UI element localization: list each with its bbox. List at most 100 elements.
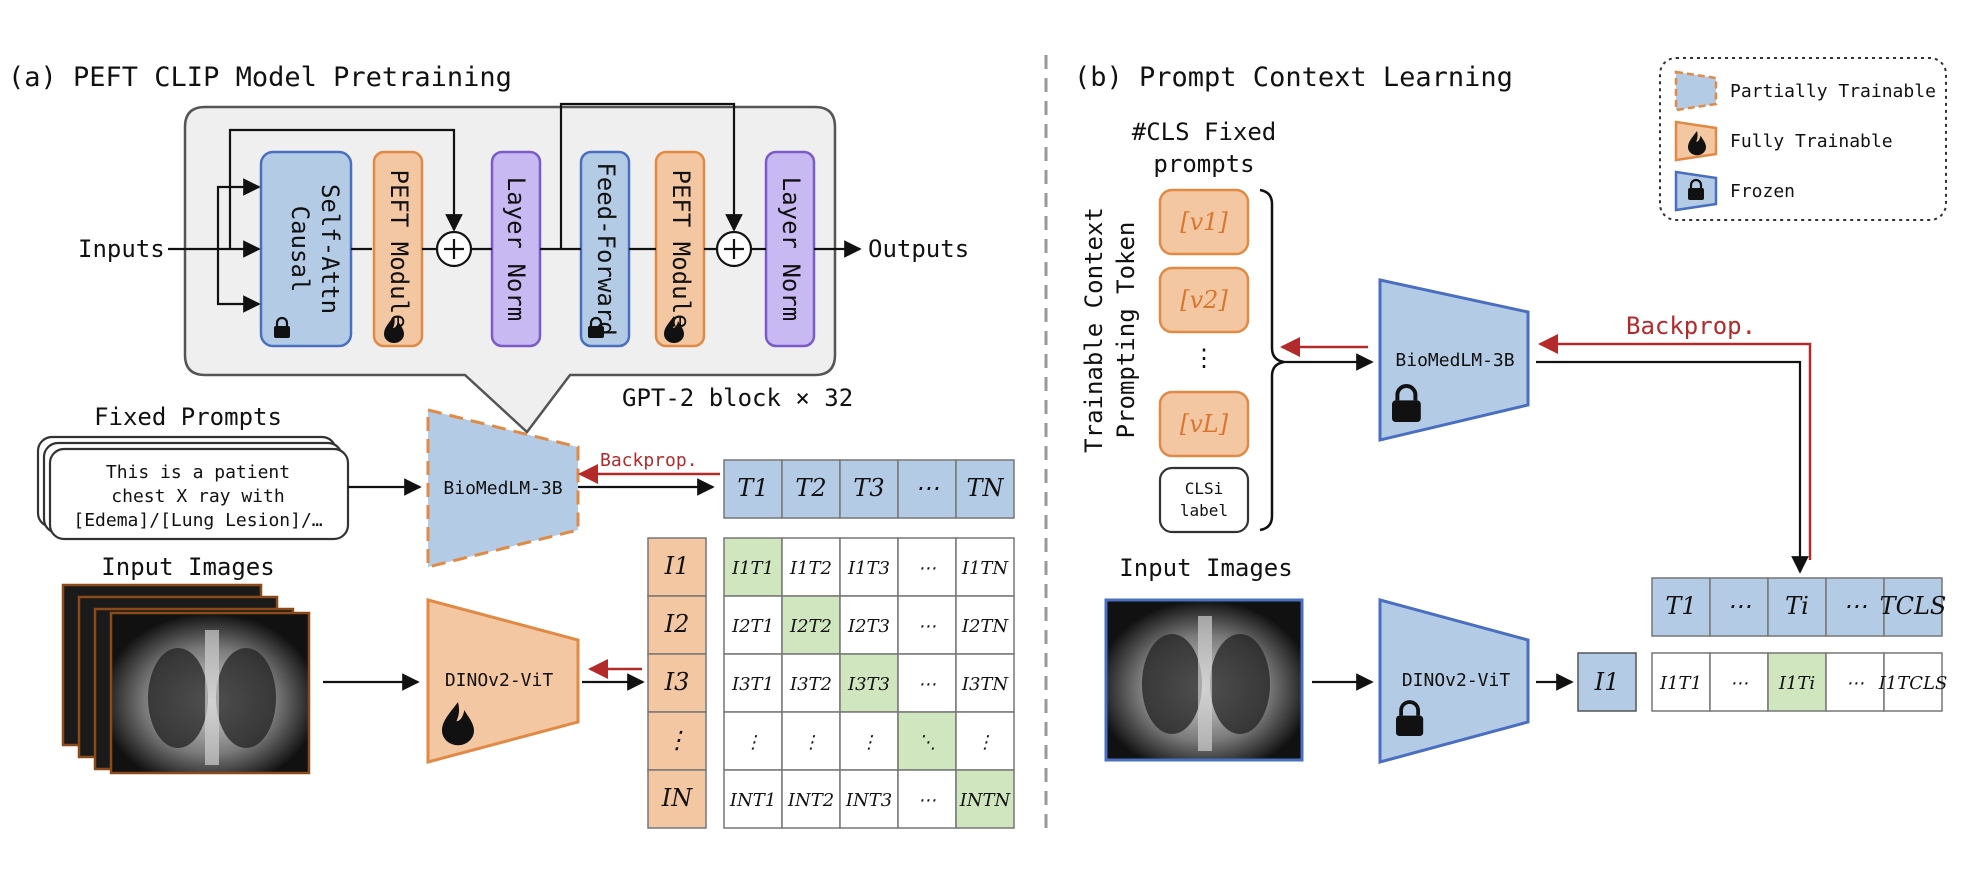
add-sign-2 <box>724 239 744 259</box>
backprop-label-b: Backprop. <box>1626 312 1756 340</box>
matrix-a-cell <box>839 769 899 829</box>
matrix-a-label: I1T3 <box>847 558 890 579</box>
context-token-ellipsis: ⋮ <box>1192 344 1216 372</box>
peft-module-label-2: PEFT Module <box>667 170 695 329</box>
image-token-a-cell <box>647 653 707 713</box>
matrix-a-label: ⋯ <box>918 790 936 811</box>
text-encoder-b-label: BioMedLM-3B <box>1395 350 1514 371</box>
matrix-a-cell <box>955 653 1015 713</box>
text-encoder-a-label: BioMedLM-3B <box>443 478 562 499</box>
image-token-a-cell <box>647 711 707 771</box>
layer-norm-label-1: Layer Norm <box>502 177 530 322</box>
backprop-label-a: Backprop. <box>600 450 698 471</box>
matrix-a-cell <box>897 653 957 713</box>
context-token-1-label: [v1] <box>1180 208 1228 236</box>
text-token-b-label: ⋯ <box>1727 592 1751 620</box>
text-token-a-cell <box>897 459 957 519</box>
matrix-a-label: ⋮ <box>802 732 820 753</box>
matrix-a-label: ⋯ <box>918 674 936 695</box>
matrix-a-label: I3T2 <box>789 674 832 695</box>
xray-stack <box>61 583 311 775</box>
prompt-line-1: This is a patient <box>106 462 290 483</box>
fire-icon <box>442 702 474 746</box>
matrix-a-cell <box>781 653 841 713</box>
lock-icon <box>274 316 290 338</box>
legend-label-3: Frozen <box>1730 181 1795 202</box>
backprop-arrow-b2 <box>1538 334 1812 560</box>
prompt-line-3: [Edema]/[Lung Lesion]/… <box>73 510 322 531</box>
image-token-a-label: IN <box>661 784 693 812</box>
cls-title-1: #CLS Fixed <box>1132 118 1277 146</box>
sim-b-label: ⋯ <box>1846 673 1864 694</box>
context-token-L <box>1158 390 1250 458</box>
sim-b-label: ⋯ <box>1730 673 1748 694</box>
matrix-a-label: ⋯ <box>918 558 936 579</box>
prompt-brace <box>1259 188 1285 532</box>
text-token-a-label: ⋯ <box>915 474 939 502</box>
image-encoder-a-label: DINOv2-ViT <box>445 670 554 691</box>
feed-forward-label: Feed-Forward <box>592 162 620 335</box>
legend-partially-trainable-swatch <box>1674 70 1718 112</box>
sim-b-cell <box>1709 652 1769 712</box>
image-token-a-label: ⋮ <box>665 726 689 754</box>
lock-icon <box>1688 178 1704 200</box>
lock-icon <box>588 316 604 338</box>
text-encoder-a <box>426 408 580 569</box>
text-token-b-label: ⋯ <box>1843 592 1867 620</box>
matrix-a-label: INT3 <box>845 790 892 811</box>
encoder-to-tokens-arrow <box>1536 360 1809 574</box>
fire-icon <box>384 316 404 343</box>
text-token-b-label: T1 <box>1665 592 1696 620</box>
matrix-a-cell <box>839 653 899 713</box>
context-token-2 <box>1158 266 1250 334</box>
causal-label-2: Self-Attn <box>316 184 344 314</box>
image-encoder-b-label: DINOv2-ViT <box>1402 670 1511 691</box>
text-token-b-cell <box>1709 577 1769 637</box>
image-token-a-cell <box>647 537 707 597</box>
sim-b-label: I1T1 <box>1659 673 1702 694</box>
image-token-a-label: I1 <box>664 552 690 580</box>
context-token-L-label: [vL] <box>1180 410 1229 438</box>
text-token-b-cell <box>1651 577 1711 637</box>
matrix-a-cell <box>955 595 1015 655</box>
prompt-stack <box>36 435 350 541</box>
matrix-a-cell <box>839 711 899 771</box>
text-token-row-b: T1⋯Ti⋯TCLS <box>1651 577 1946 637</box>
text-token-a-label: T1 <box>737 474 768 502</box>
matrix-a-cell <box>781 769 841 829</box>
lock-icon <box>1396 700 1424 736</box>
sim-b-cell <box>1825 652 1885 712</box>
matrix-a-cell <box>955 711 1015 771</box>
matrix-a-label: INT1 <box>729 790 776 811</box>
sim-b-cell <box>1883 652 1943 712</box>
lock-icon <box>1392 384 1421 422</box>
input-images-title-b: Input Images <box>1119 554 1292 582</box>
image-token-b <box>1577 652 1637 712</box>
fire-icon <box>1688 131 1706 156</box>
outputs-label: Outputs <box>868 235 969 263</box>
text-token-a-cell <box>781 459 841 519</box>
panel-a-title: (a) PEFT CLIP Model Pretraining <box>8 62 512 93</box>
matrix-a-label: I3T1 <box>731 674 774 695</box>
text-token-a-cell <box>723 459 783 519</box>
matrix-a-cell <box>781 595 841 655</box>
matrix-a-cell <box>897 595 957 655</box>
panel-b-title: (b) Prompt Context Learning <box>1074 62 1513 93</box>
text-token-a-label: T2 <box>795 474 826 502</box>
matrix-a-cell <box>897 769 957 829</box>
text-token-b-cell <box>1767 577 1827 637</box>
cls-title-2: prompts <box>1153 150 1254 178</box>
matrix-a-label: I1T2 <box>789 558 832 579</box>
image-token-a-label: I3 <box>664 668 690 696</box>
prompt-line-2: chest X ray with <box>111 486 284 507</box>
text-token-a-label: TN <box>966 474 1004 502</box>
matrix-a-cell <box>781 711 841 771</box>
matrix-a-cell <box>897 537 957 597</box>
text-token-b-label: Ti <box>1785 592 1809 620</box>
matrix-a-label: INT2 <box>787 790 834 811</box>
matrix-a-label: ⋱ <box>918 732 936 753</box>
matrix-a-label: I2T3 <box>847 616 890 637</box>
block-caption: GPT-2 block × 32 <box>622 384 853 412</box>
